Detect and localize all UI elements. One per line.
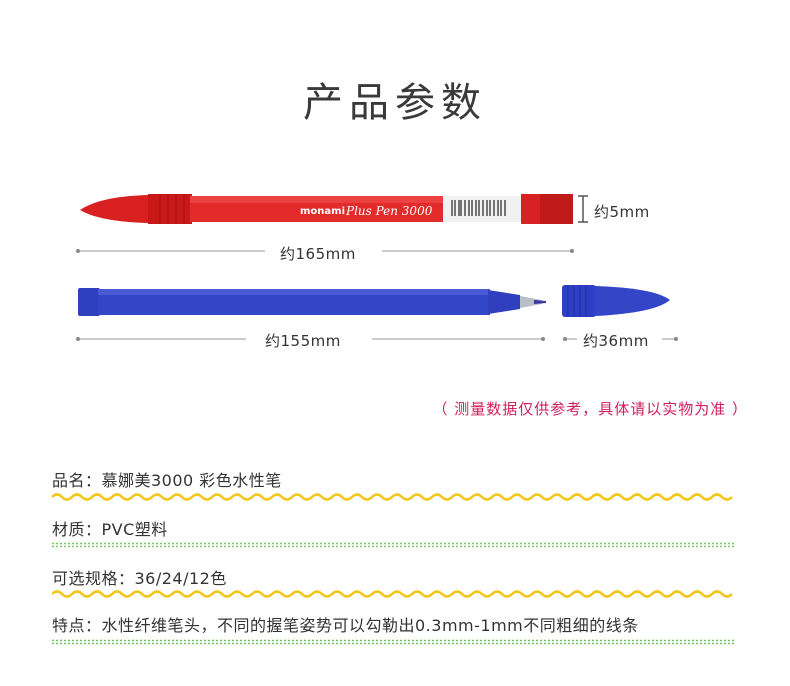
wave-divider — [52, 590, 733, 598]
width-dimension-label: 约5mm — [594, 203, 650, 221]
cap-length-dimension-line — [563, 337, 678, 341]
body-length-label: 约155mm — [265, 332, 341, 350]
blue-pen-body-image — [78, 288, 546, 316]
blue-pen-cap-image — [562, 285, 670, 317]
body-length-dimension-line — [76, 337, 545, 341]
measurement-note: （ 测量数据仅供参考，具体请以实物为准 ） — [432, 400, 748, 418]
wave-divider — [52, 493, 733, 501]
page-title: 产品参数 — [303, 80, 487, 126]
pen-length-label: 约165mm — [280, 245, 356, 263]
pen-length-dimension-line — [76, 249, 574, 253]
spec-features: 特点：水性纤维笔头，不同的握笔姿势可以勾勒出0.3mm-1mm不同粗细的线条 — [52, 616, 639, 635]
red-pen-image: monami Plus Pen 3000 — [80, 194, 573, 224]
dotted-divider — [52, 639, 736, 645]
width-dimension-marker — [578, 195, 588, 223]
pen-dimension-figure: monami Plus Pen 3000 — [76, 194, 678, 341]
cap-length-label: 约36mm — [583, 332, 649, 350]
spec-material: 材质：PVC塑料 — [52, 520, 168, 539]
spec-options: 可选规格：36/24/12色 — [52, 569, 227, 588]
pen-brand-text: monami — [300, 206, 345, 217]
dotted-divider — [52, 542, 736, 548]
spec-product-name: 品名：慕娜美3000 彩色水性笔 — [52, 471, 282, 490]
pen-model-text: Plus Pen 3000 — [345, 204, 433, 218]
